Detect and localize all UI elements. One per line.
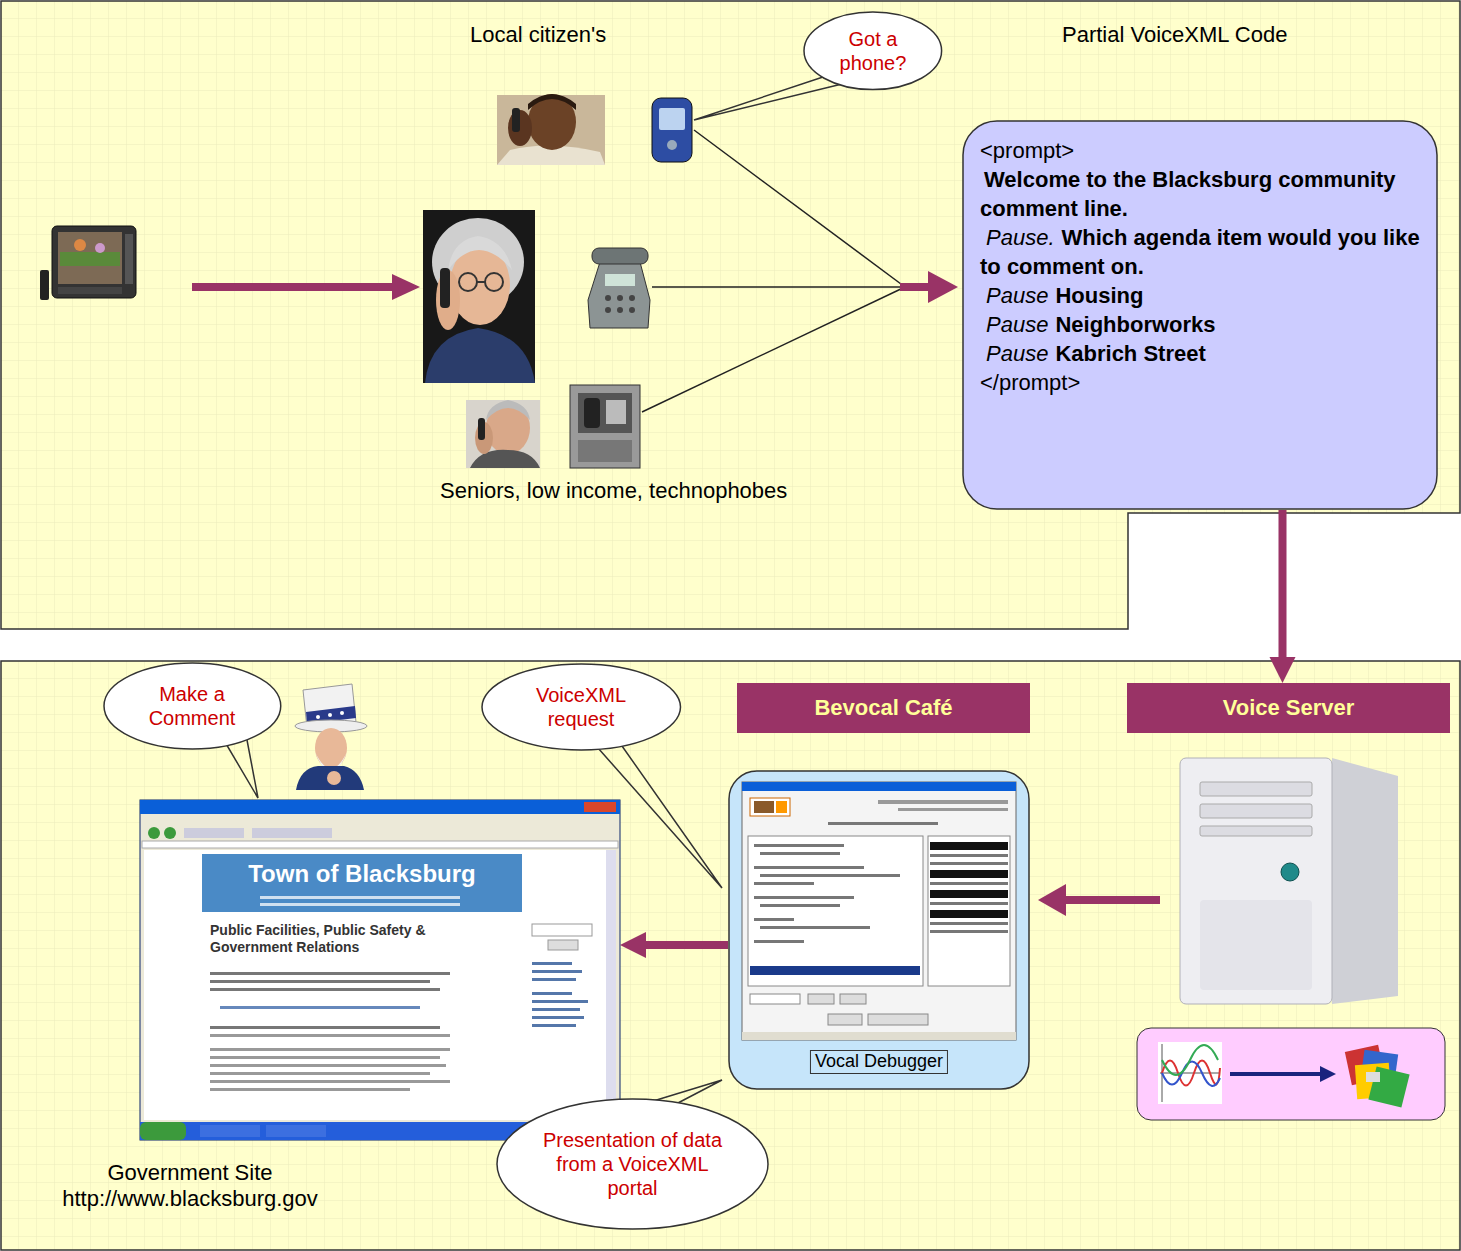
band-text: Voice Server [1223, 695, 1355, 721]
page-heading: Public Facilities, Public Safety & Gover… [210, 922, 460, 956]
code-text: Pause [986, 341, 1048, 366]
speech-bubble: Presentation of data from a VoiceXML por… [496, 1098, 769, 1230]
code-text: Pause [986, 283, 1048, 308]
region-panel: Local citizen's Partial VoiceXML CodeSeni… [0, 0, 1461, 630]
bubble-outline [481, 663, 682, 751]
panel-label: Government Site http://www.blacksburg.go… [40, 1160, 340, 1213]
code-text: <prompt> [980, 138, 1074, 163]
banner-title: Town of Blacksburg [202, 860, 522, 889]
bubble-text: Got a phone? [829, 27, 917, 75]
band-text: Bevocal Café [814, 695, 952, 721]
bubble-outline [103, 662, 282, 750]
website-box: Town of BlacksburgPublic Facilities, Pub… [140, 800, 620, 1140]
code-text: Welcome to the Blacksburg community comm… [980, 167, 1396, 221]
code-text: Kabrich Street [1055, 341, 1205, 366]
bubble-text: VoiceXML request [516, 683, 646, 731]
caption-label: Vocal Debugger [810, 1050, 948, 1074]
speech-bubble: Got a phone? [803, 11, 943, 91]
code-line: </prompt> [980, 368, 1420, 397]
code-line: Pause.Which agenda item would you like t… [980, 223, 1420, 281]
bubble-outline [497, 1099, 768, 1229]
flow-line [1279, 510, 1287, 663]
debugger-box: Vocal Debugger [728, 770, 1030, 1090]
code-line: <prompt> [980, 136, 1420, 165]
code-line: Welcome to the Blacksburg community comm… [980, 165, 1420, 223]
panel-outline [1, 1, 1460, 629]
speech-bubble: Make a Comment [103, 662, 282, 750]
code-text: Housing [1055, 283, 1143, 308]
code-box: <prompt> Welcome to the Blacksburg commun… [962, 120, 1438, 510]
panel-label: Seniors, low income, technophobes [440, 478, 787, 504]
code-text: </prompt> [980, 370, 1080, 395]
panel-label: Partial VoiceXML Code [1062, 22, 1287, 48]
bubble-outline [104, 663, 281, 749]
speech-bubble: VoiceXML request [481, 663, 682, 751]
code-content: <prompt> Welcome to the Blacksburg commun… [962, 120, 1438, 413]
flow-arrow [1270, 510, 1296, 683]
code-text: Neighborworks [1055, 312, 1215, 337]
bubble-outline [482, 664, 681, 750]
title-band: Voice Server [1127, 683, 1450, 733]
title-band: Bevocal Café [737, 683, 1030, 733]
code-line: Pause Housing [980, 281, 1420, 310]
code-line: Pause Kabrich Street [980, 339, 1420, 368]
bubble-text: Make a Comment [135, 682, 250, 730]
bubble-text: Presentation of data from a VoiceXML por… [543, 1128, 723, 1200]
code-text: Pause [986, 312, 1048, 337]
code-outline [963, 121, 1437, 509]
panel-label: Local citizen's [470, 22, 606, 48]
region-panel: Government Site http://www.blacksburg.go… [0, 660, 1461, 1251]
bubble-outline [804, 12, 942, 90]
panel-outline [1, 661, 1460, 1250]
code-text: Pause. [986, 225, 1055, 250]
code-line: Pause Neighborworks [980, 310, 1420, 339]
bubble-outline [803, 11, 943, 91]
